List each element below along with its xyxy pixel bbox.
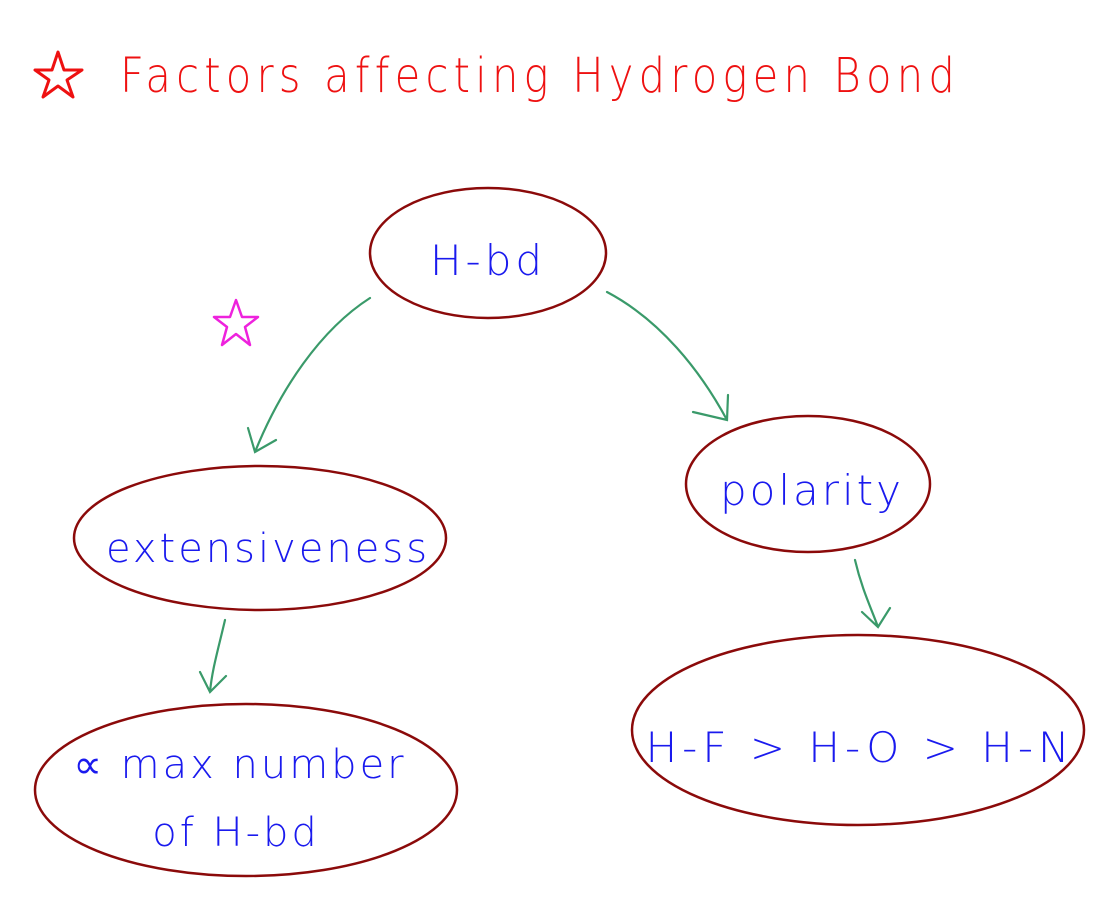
node-polarity-border [684,414,932,554]
arrow-root-polarity [605,290,730,422]
marker-star-icon [212,298,260,347]
node-order-border [630,633,1086,827]
node-max-border [33,702,459,878]
arrow-root-extensiveness [246,296,372,454]
node-polarity: polarity [720,466,904,515]
diagram-title: Factors affecting Hydrogen Bond [120,48,960,104]
node-extensiveness: extensiveness [106,526,430,572]
node-max-line2: of H-bd [152,810,320,856]
arrow-extensiveness-max [198,618,228,694]
node-order: H-F > H-O > H-N [646,723,1075,772]
node-extensiveness-border [72,464,448,612]
title-star-icon [33,50,84,99]
node-max-line1: ∝ max number [73,742,406,788]
arrow-polarity-order [853,558,892,629]
node-root: H-bd [430,236,546,285]
node-root-border [368,186,608,320]
